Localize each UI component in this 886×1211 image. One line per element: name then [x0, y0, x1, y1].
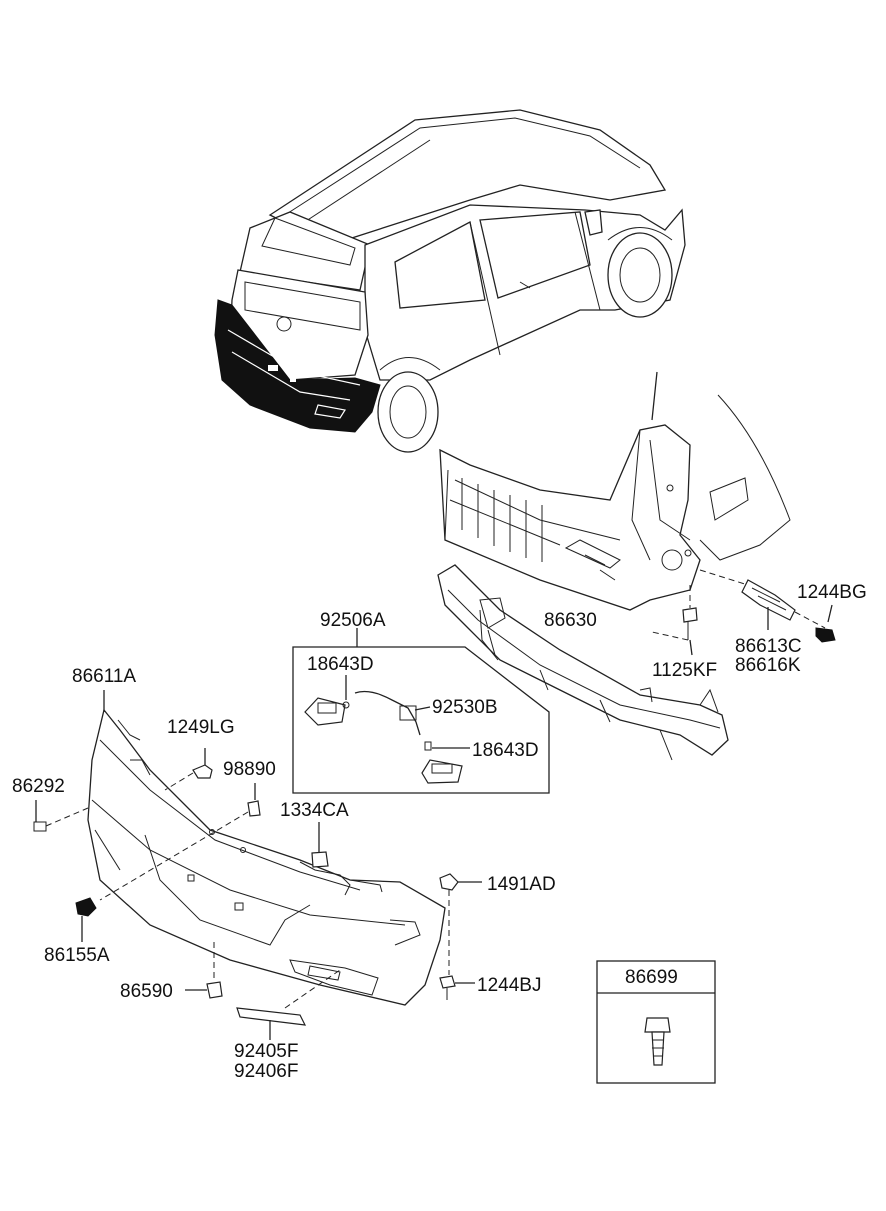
- label-18643D-top: 18643D: [307, 654, 374, 675]
- label-92405F: 92405F: [234, 1041, 298, 1062]
- label-1491AD: 1491AD: [487, 874, 556, 895]
- bracket-86613C: [699, 569, 836, 643]
- clip-86155A: [75, 897, 97, 917]
- label-86292: 86292: [12, 776, 65, 797]
- screw-1244BG: [815, 627, 836, 643]
- label-92406F: 92406F: [234, 1061, 298, 1082]
- label-1249LG: 1249LG: [167, 717, 235, 738]
- car-illustration: [214, 109, 686, 453]
- rear-body-panel: [439, 371, 791, 611]
- label-86630: 86630: [544, 610, 597, 631]
- label-1334CA: 1334CA: [280, 800, 349, 821]
- label-92530B: 92530B: [432, 697, 498, 718]
- part-labels: 92506A 18643D 92530B 18643D 86630 1244BG…: [12, 582, 867, 1082]
- label-86590: 86590: [120, 981, 173, 1002]
- label-86699: 86699: [625, 967, 678, 988]
- label-1244BJ: 1244BJ: [477, 975, 541, 996]
- bolt-1125KF: [651, 585, 698, 656]
- label-86613C: 86613C: [735, 636, 802, 657]
- highlighted-bumper: [214, 299, 381, 433]
- license-lamp-kit: [292, 628, 550, 794]
- label-92506A: 92506A: [320, 610, 386, 631]
- label-98890: 98890: [223, 759, 276, 780]
- label-86155A: 86155A: [44, 945, 110, 966]
- bumper-cover-86611A: [87, 690, 446, 1006]
- fasteners: [33, 748, 482, 1040]
- label-86616K: 86616K: [735, 655, 801, 676]
- part-box-86699: [596, 960, 716, 1084]
- label-1244BG: 1244BG: [797, 582, 867, 603]
- reinforcement-beam-86630: [437, 564, 729, 761]
- label-86611A: 86611A: [72, 666, 136, 687]
- label-1125KF: 1125KF: [652, 660, 717, 681]
- label-18643D-bottom: 18643D: [472, 740, 539, 761]
